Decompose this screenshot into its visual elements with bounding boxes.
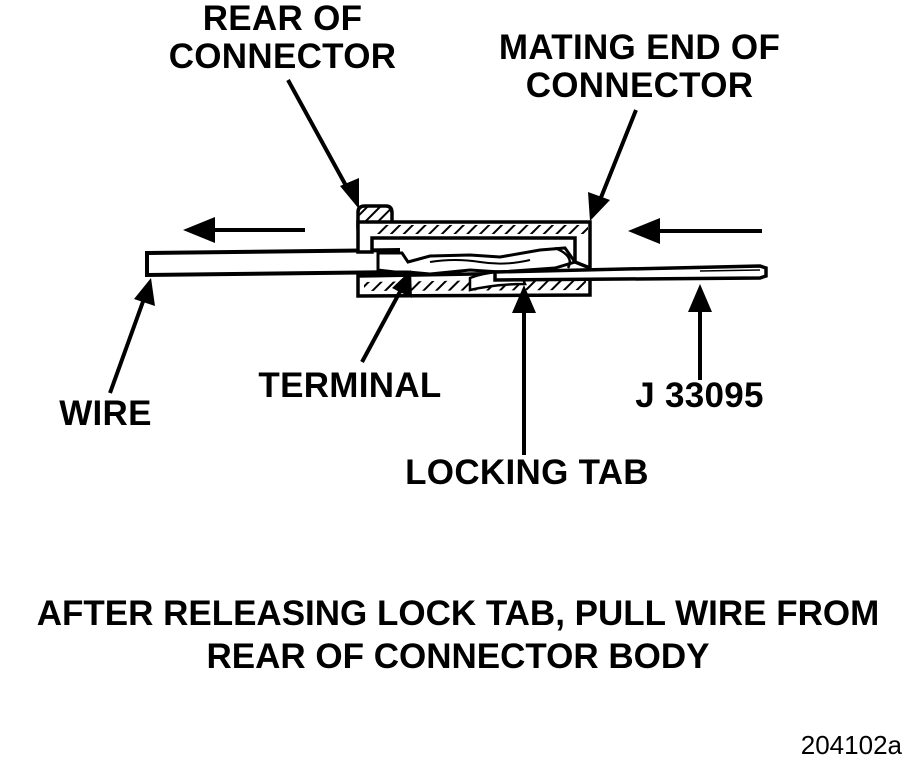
label-rear-of-connector: REAR OF CONNECTOR xyxy=(160,0,405,76)
label-locking-tab: LOCKING TAB xyxy=(405,453,649,492)
label-mating-end: MATING END OF CONNECTOR xyxy=(482,29,797,105)
terminal xyxy=(376,246,578,276)
leader-mating-end xyxy=(588,109,638,221)
leader-locking-tab xyxy=(512,285,536,455)
caption-line1: AFTER RELEASING LOCK TAB, PULL WIRE FROM xyxy=(36,594,880,633)
leader-tool xyxy=(688,284,712,380)
push-left-arrow xyxy=(628,218,762,244)
label-terminal: TERMINAL xyxy=(258,366,442,405)
label-mating-end-line1: MATING END OF xyxy=(498,28,781,67)
caption-line2: REAR OF CONNECTOR BODY xyxy=(206,637,710,676)
leader-terminal xyxy=(360,270,412,363)
label-wire: WIRE xyxy=(59,394,152,433)
tool-j33095 xyxy=(493,264,768,282)
figure-id: 204102a xyxy=(800,730,902,760)
leader-rear-of-connector xyxy=(286,79,359,209)
label-mating-end-line2: CONNECTOR xyxy=(525,66,754,105)
label-rear-of-connector-line2: CONNECTOR xyxy=(168,37,397,76)
pull-left-arrow xyxy=(183,217,305,243)
leader-wire xyxy=(108,278,155,394)
label-tool: J 33095 xyxy=(635,376,764,415)
label-rear-of-connector-line1: REAR OF xyxy=(202,0,363,38)
